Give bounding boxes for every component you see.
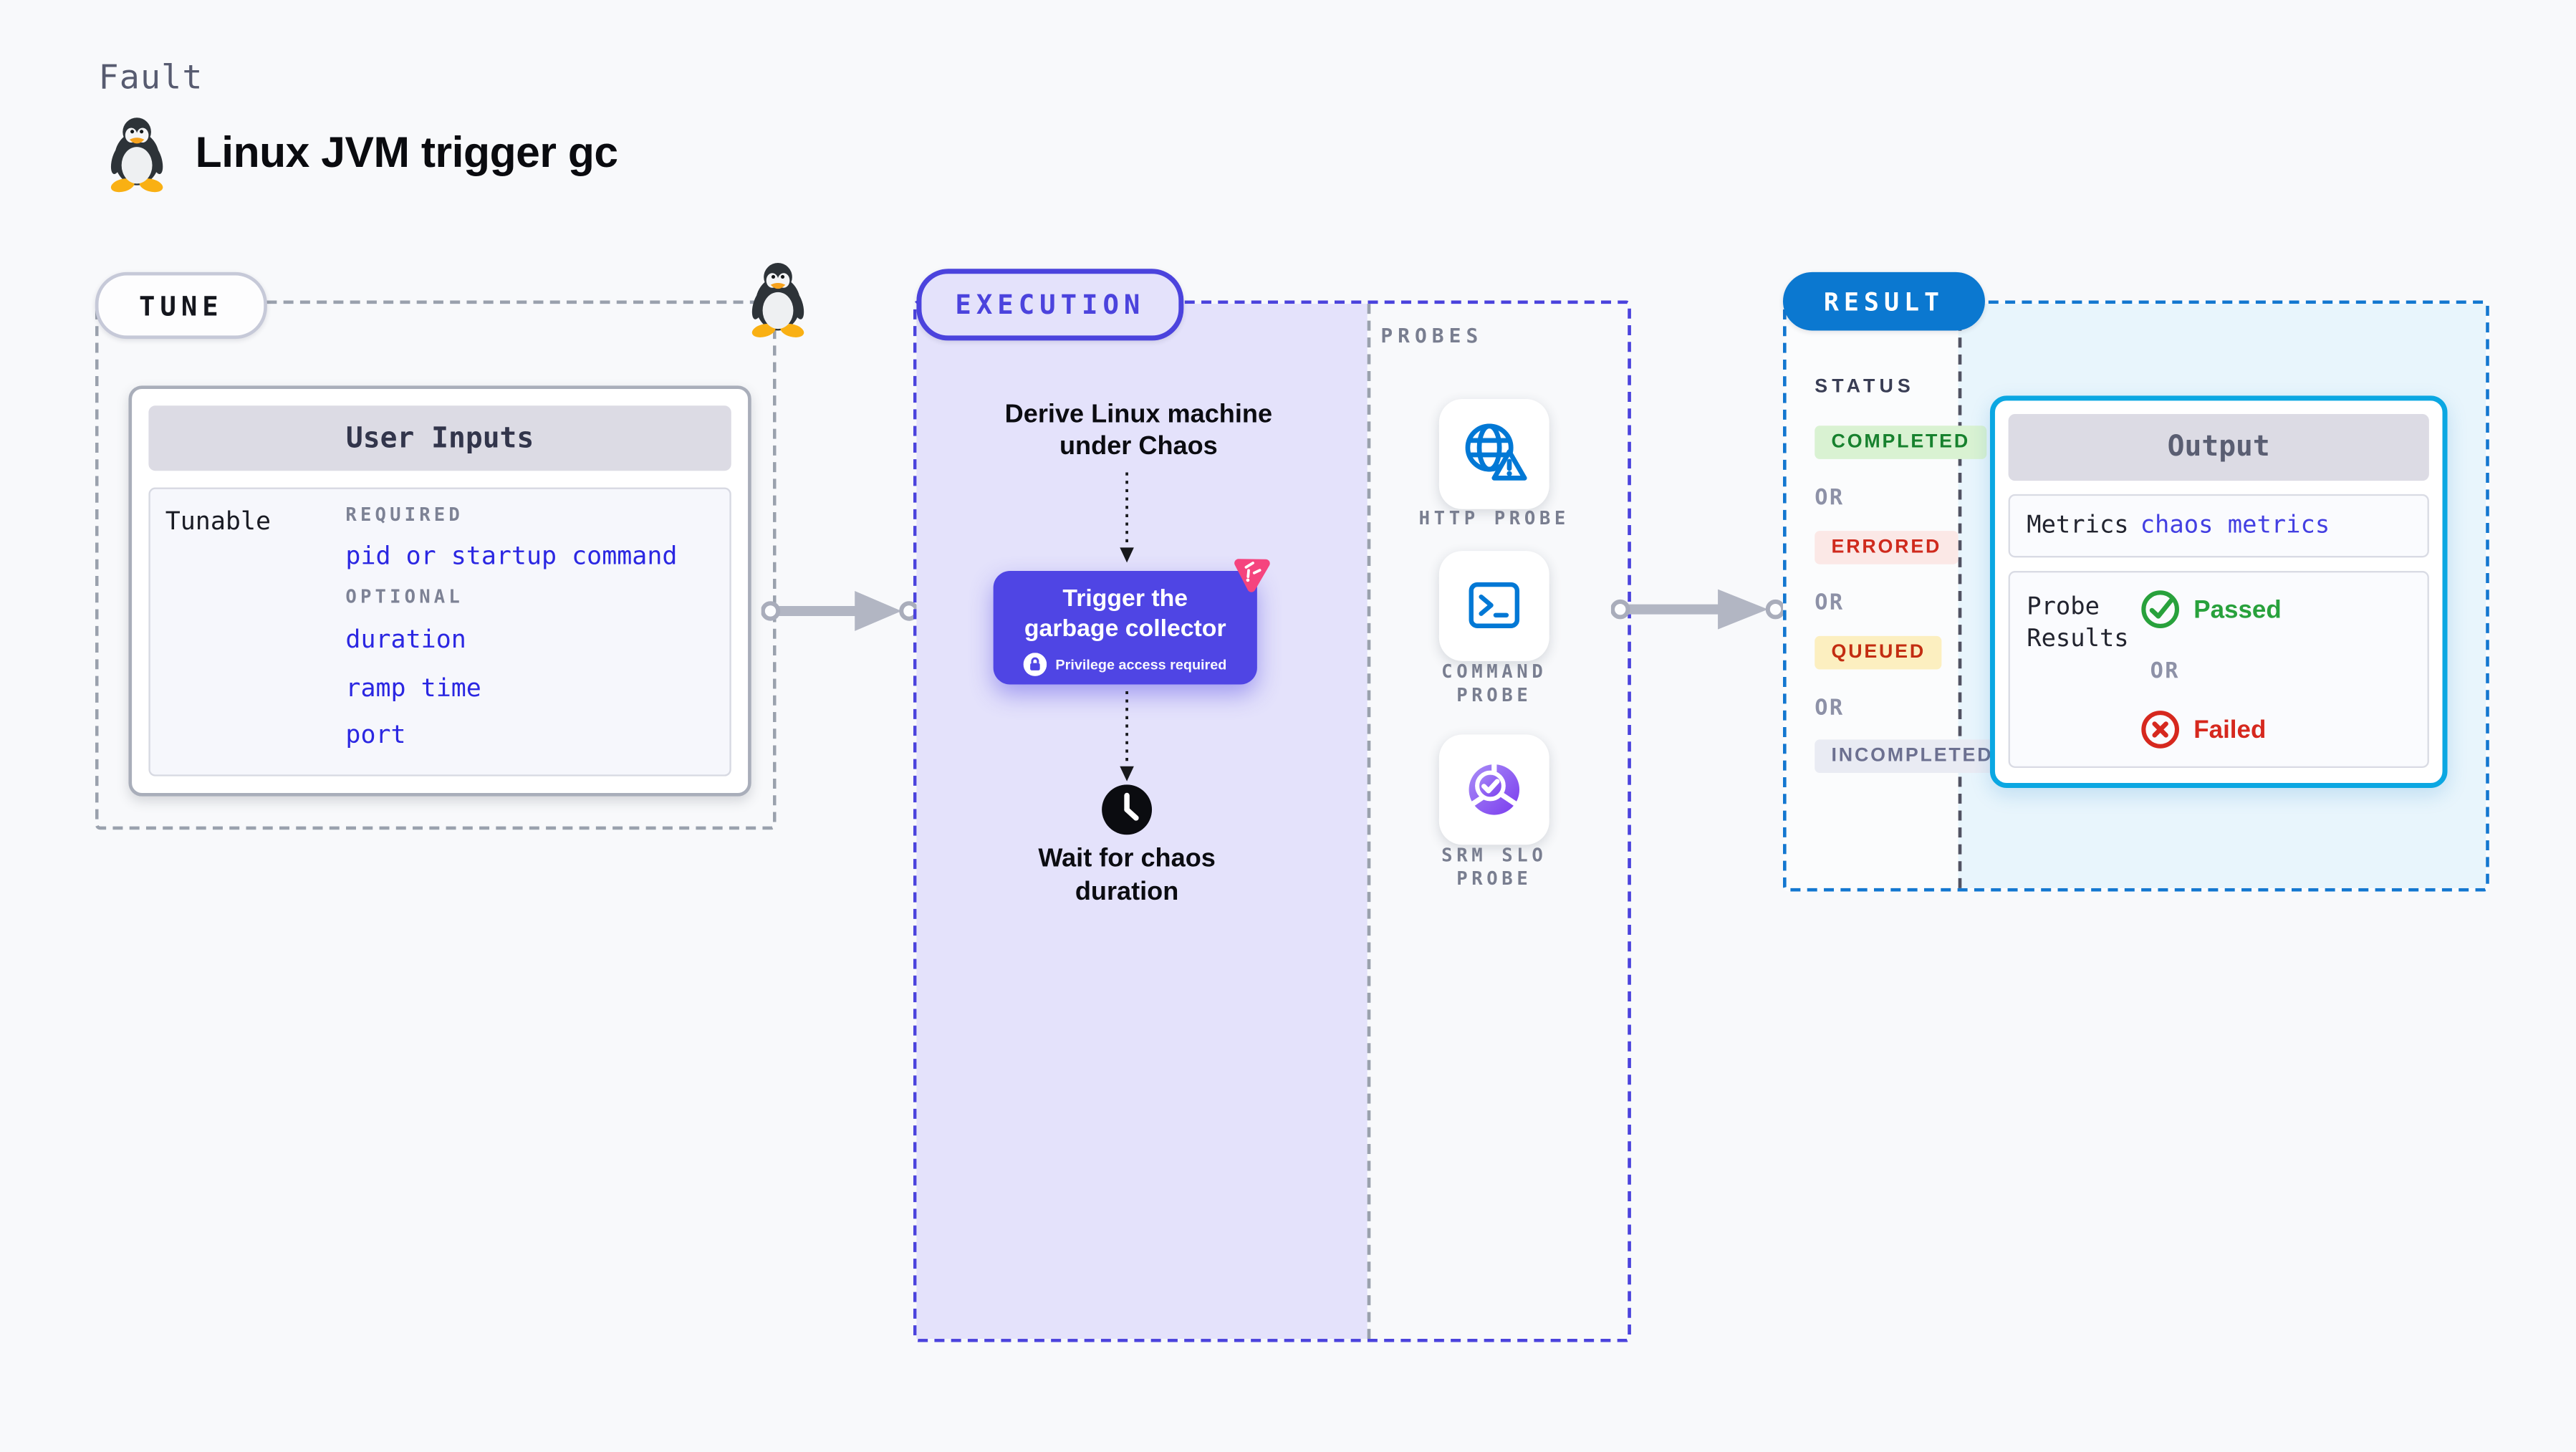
dotted-arrow-down-icon — [1120, 691, 1134, 782]
metrics-row: Metrics chaos metrics — [2008, 494, 2429, 558]
required-heading: REQUIRED — [345, 504, 463, 527]
or-separator: OR — [1815, 486, 1845, 511]
flow-arrow-execution-to-result — [1610, 589, 1785, 630]
tux-penguin-icon — [749, 263, 807, 340]
probe-results-label: Probe Results — [2027, 594, 2129, 653]
tune-section-box — [95, 300, 777, 830]
chaos-fault-badge-icon — [1234, 559, 1270, 592]
failed-label: Failed — [2193, 715, 2267, 744]
command-probe-label: COMMAND PROBE — [1441, 660, 1547, 706]
probe-results-row: Probe Results Passed OR Failed — [2008, 571, 2429, 769]
execution-pill: EXECUTION — [916, 269, 1184, 341]
passed-label: Passed — [2193, 595, 2282, 624]
param-port: port — [345, 719, 406, 750]
param-pid: pid or startup command — [345, 541, 678, 572]
slo-donut-check-icon — [1469, 761, 1520, 815]
or-separator: OR — [1815, 590, 1845, 616]
tunable-label: Tunable — [165, 506, 271, 537]
trigger-gc-node: Trigger the garbage collector Privilege … — [993, 571, 1257, 685]
status-badge-errored: ERRORED — [1815, 531, 1959, 564]
param-duration: duration — [345, 624, 466, 655]
metrics-label: Metrics — [2027, 512, 2129, 539]
tux-penguin-icon — [108, 117, 165, 194]
command-probe-card — [1438, 551, 1549, 661]
user-inputs-card: User Inputs Tunable REQUIRED pid or star… — [128, 385, 751, 797]
lock-icon — [1024, 653, 1047, 676]
check-circle-icon — [2141, 590, 2180, 628]
optional-heading: OPTIONAL — [345, 586, 463, 608]
failed-result: Failed — [2140, 709, 2267, 749]
privilege-note: Privilege access required — [1055, 655, 1227, 673]
clock-icon — [1102, 784, 1153, 835]
http-probe-card — [1438, 398, 1549, 509]
or-separator: OR — [2150, 659, 2180, 685]
globe-warning-icon — [1465, 423, 1527, 481]
probes-heading: PROBES — [1380, 324, 1484, 347]
srm-slo-probe-card — [1438, 734, 1549, 845]
fault-kicker: Fault — [98, 57, 203, 97]
flow-arrow-tune-to-execution — [761, 590, 918, 631]
srm-slo-probe-label: SRM SLO PROBE — [1441, 845, 1547, 890]
user-inputs-body: Tunable REQUIRED pid or startup command … — [148, 487, 731, 777]
execution-probes-divider — [1367, 304, 1371, 1340]
status-output-divider — [1958, 304, 1962, 888]
x-circle-icon — [2141, 711, 2180, 749]
http-probe-label: HTTP PROBE — [1418, 507, 1570, 529]
terminal-icon — [1469, 582, 1520, 628]
page-title: Linux JVM trigger gc — [195, 127, 618, 178]
status-heading: STATUS — [1815, 377, 1915, 398]
param-ramp-time: ramp time — [345, 673, 481, 703]
derive-step-label: Derive Linux machine under Chaos — [1004, 400, 1273, 461]
wait-step-label: Wait for chaos duration — [1038, 845, 1216, 906]
output-card: Output Metrics chaos metrics Probe Resul… — [1989, 395, 2448, 788]
output-title: Output — [2008, 413, 2429, 481]
result-pill: RESULT — [1782, 271, 1985, 331]
passed-result: Passed — [2140, 590, 2282, 630]
user-inputs-title: User Inputs — [148, 405, 731, 471]
status-badge-completed: COMPLETED — [1815, 425, 1987, 459]
dotted-arrow-down-icon — [1120, 472, 1134, 563]
or-separator: OR — [1815, 696, 1845, 721]
metrics-value: chaos metrics — [2140, 512, 2330, 539]
status-badge-queued: QUEUED — [1815, 635, 1943, 670]
status-badge-incompleted: INCOMPLETED — [1815, 739, 2010, 774]
tune-pill: TUNE — [95, 271, 267, 340]
